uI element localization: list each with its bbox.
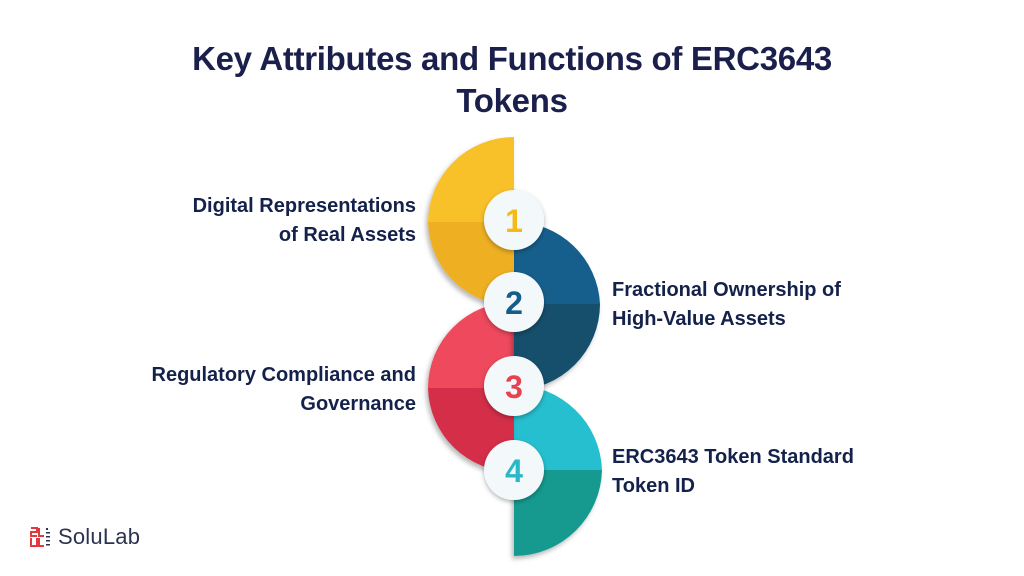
step-label-3: Regulatory Compliance and Governance <box>152 361 417 419</box>
badge-circle-icon <box>484 190 544 250</box>
step-4-line-1: ERC3643 Token Standard <box>612 446 854 468</box>
logo-text: SoluLab <box>58 524 141 549</box>
step-2-line-1: Fractional Ownership of <box>612 279 841 301</box>
step-label-1: Digital Representations of Real Assets <box>193 192 416 250</box>
step-number-3: 3 <box>505 369 523 405</box>
badge-circle-icon <box>484 356 544 416</box>
step-badge-3 <box>484 356 544 416</box>
step-badge-2 <box>484 272 544 332</box>
step-number-4: 4 <box>505 453 523 489</box>
step-4-line-2: Token ID <box>612 475 695 497</box>
step-badge-1 <box>484 190 544 250</box>
badge-circle-icon <box>484 272 544 332</box>
badge-circle-icon <box>484 440 544 500</box>
step-label-4: ERC3643 Token Standard Token ID <box>612 443 854 501</box>
step-label-2: Fractional Ownership of High-Value Asset… <box>612 276 841 334</box>
solulab-mark-icon <box>30 527 50 547</box>
title-line-1: Key Attributes and Functions of ERC3643 <box>192 40 832 77</box>
title-line-2: Tokens <box>456 82 568 119</box>
step-badge-4 <box>484 440 544 500</box>
step-1-line-2: of Real Assets <box>278 224 416 246</box>
solulab-logo: SoluLab <box>30 524 140 550</box>
step-2-line-2: High-Value Assets <box>612 308 786 330</box>
step-3-line-1: Regulatory Compliance and <box>151 364 417 386</box>
page-title: Key Attributes and Functions of ERC3643 … <box>0 38 1024 122</box>
step-number-2: 2 <box>505 285 523 321</box>
step-number-1: 1 <box>505 203 523 239</box>
step-3-line-2: Governance <box>300 393 416 415</box>
step-1-line-1: Digital Representations <box>192 195 416 217</box>
